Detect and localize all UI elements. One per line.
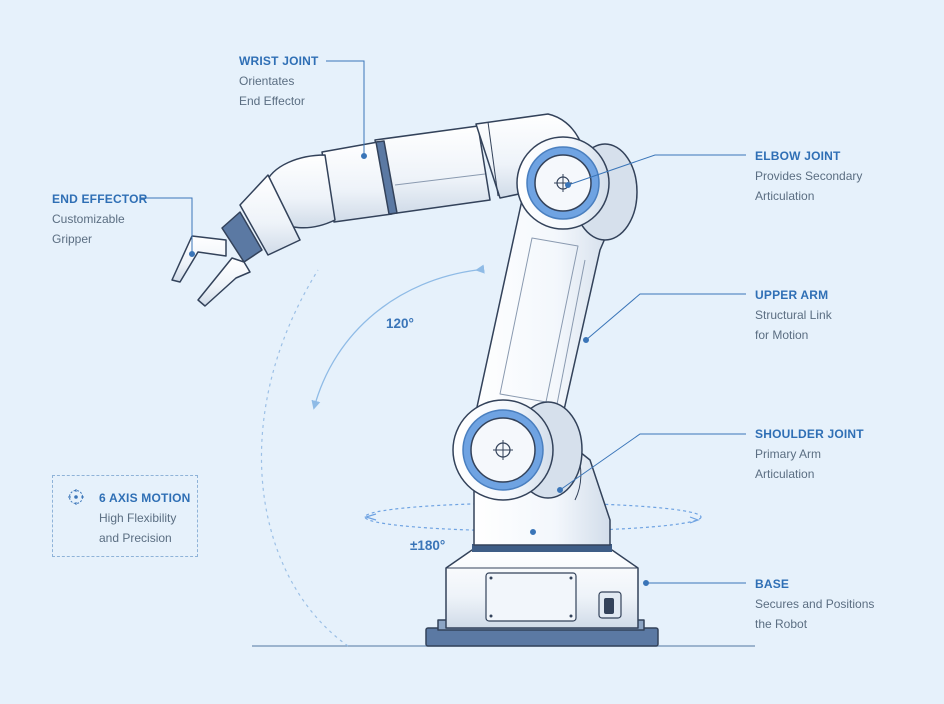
base-description: Secures and Positions the Robot — [755, 597, 875, 631]
shoulder-joint-description: Primary Arm Articulation — [755, 447, 821, 481]
wrist-joint-description: Orientates End Effector — [239, 74, 305, 108]
reach-arc — [260, 269, 349, 647]
label-end-effector: END EFFECTOR Customizable Gripper — [52, 192, 148, 249]
label-base: BASE Secures and Positions the Robot — [755, 577, 874, 634]
angle-label-120: 120° — [386, 316, 414, 331]
shoulder-joint — [452, 399, 583, 501]
shoulder-joint-title: SHOULDER JOINT — [755, 427, 864, 441]
six-axis-motion-box: 6 AXIS MOTION High Flexibility and Preci… — [52, 475, 198, 557]
elbow-joint-description: Provides Secondary Articulation — [755, 169, 863, 203]
end-effector-description: Customizable Gripper — [52, 212, 125, 246]
end-effector-title: END EFFECTOR — [52, 192, 148, 206]
base-title: BASE — [755, 577, 790, 591]
upper-arm-title: UPPER ARM — [755, 288, 829, 302]
label-elbow-joint: ELBOW JOINT Provides Secondary Articulat… — [755, 149, 862, 206]
wrist-joint-part — [239, 140, 398, 256]
upper-arm-description: Structural Link for Motion — [755, 308, 832, 342]
elbow-joint-title: ELBOW JOINT — [755, 149, 841, 163]
angle-label-180: ±180° — [410, 538, 446, 553]
label-shoulder-joint: SHOULDER JOINT Primary Arm Articulation — [755, 427, 864, 484]
gripper — [171, 211, 263, 307]
rotation-arc-120 — [311, 264, 485, 410]
six-axis-motion-title: 6 AXIS MOTION — [99, 491, 191, 505]
elbow-joint — [516, 136, 638, 241]
wrist-joint-title: WRIST JOINT — [239, 54, 319, 68]
robot-base — [425, 544, 659, 647]
six-axis-motion-text: 6 AXIS MOTION High Flexibility and Preci… — [99, 491, 191, 548]
callout-leaders — [140, 60, 746, 586]
label-wrist-joint: WRIST JOINT Orientates End Effector — [239, 54, 319, 111]
six-axis-motion-description: High Flexibility and Precision — [99, 511, 177, 545]
crosshair-icon — [68, 489, 84, 505]
label-upper-arm: UPPER ARM Structural Link for Motion — [755, 288, 832, 345]
